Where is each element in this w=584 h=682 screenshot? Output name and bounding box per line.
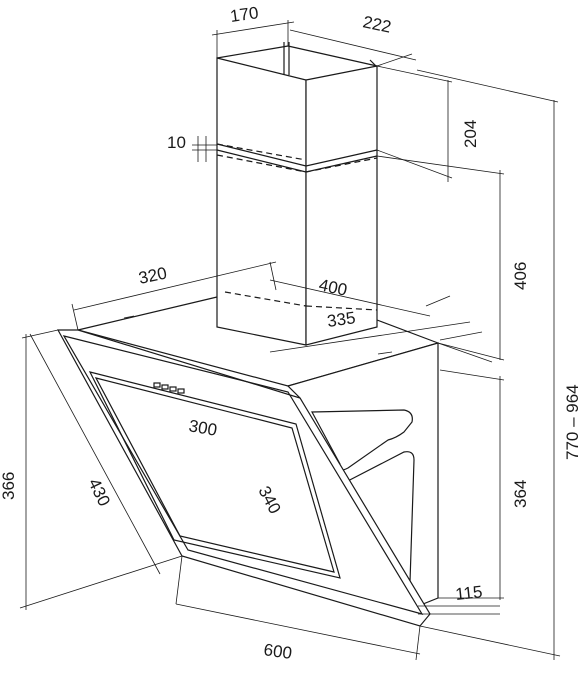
label-glass-height: 366: [0, 472, 18, 500]
control-buttons: [153, 382, 185, 394]
chimney: [216, 42, 378, 346]
button-4: [177, 388, 185, 394]
label-filter-width: 300: [187, 416, 218, 440]
label-body-width: 320: [137, 263, 169, 287]
label-bottom-depth: 115: [454, 582, 483, 604]
label-hood-width: 600: [262, 640, 293, 663]
hood-body: [56, 296, 439, 627]
label-chimney-upper-height: 204: [461, 120, 480, 148]
label-body-height: 364: [511, 480, 530, 508]
label-chimney-depth: 222: [361, 12, 393, 36]
label-chimney-lower-height: 406: [511, 262, 530, 290]
label-body-inner-depth: 335: [326, 308, 357, 331]
button-3: [169, 386, 177, 392]
label-overlap: 10: [167, 133, 186, 152]
button-2: [161, 384, 169, 390]
label-total-height: 770 – 964: [563, 384, 582, 460]
button-1: [153, 382, 161, 388]
label-chimney-width: 170: [229, 3, 260, 26]
dimension-lines: [19, 20, 561, 661]
